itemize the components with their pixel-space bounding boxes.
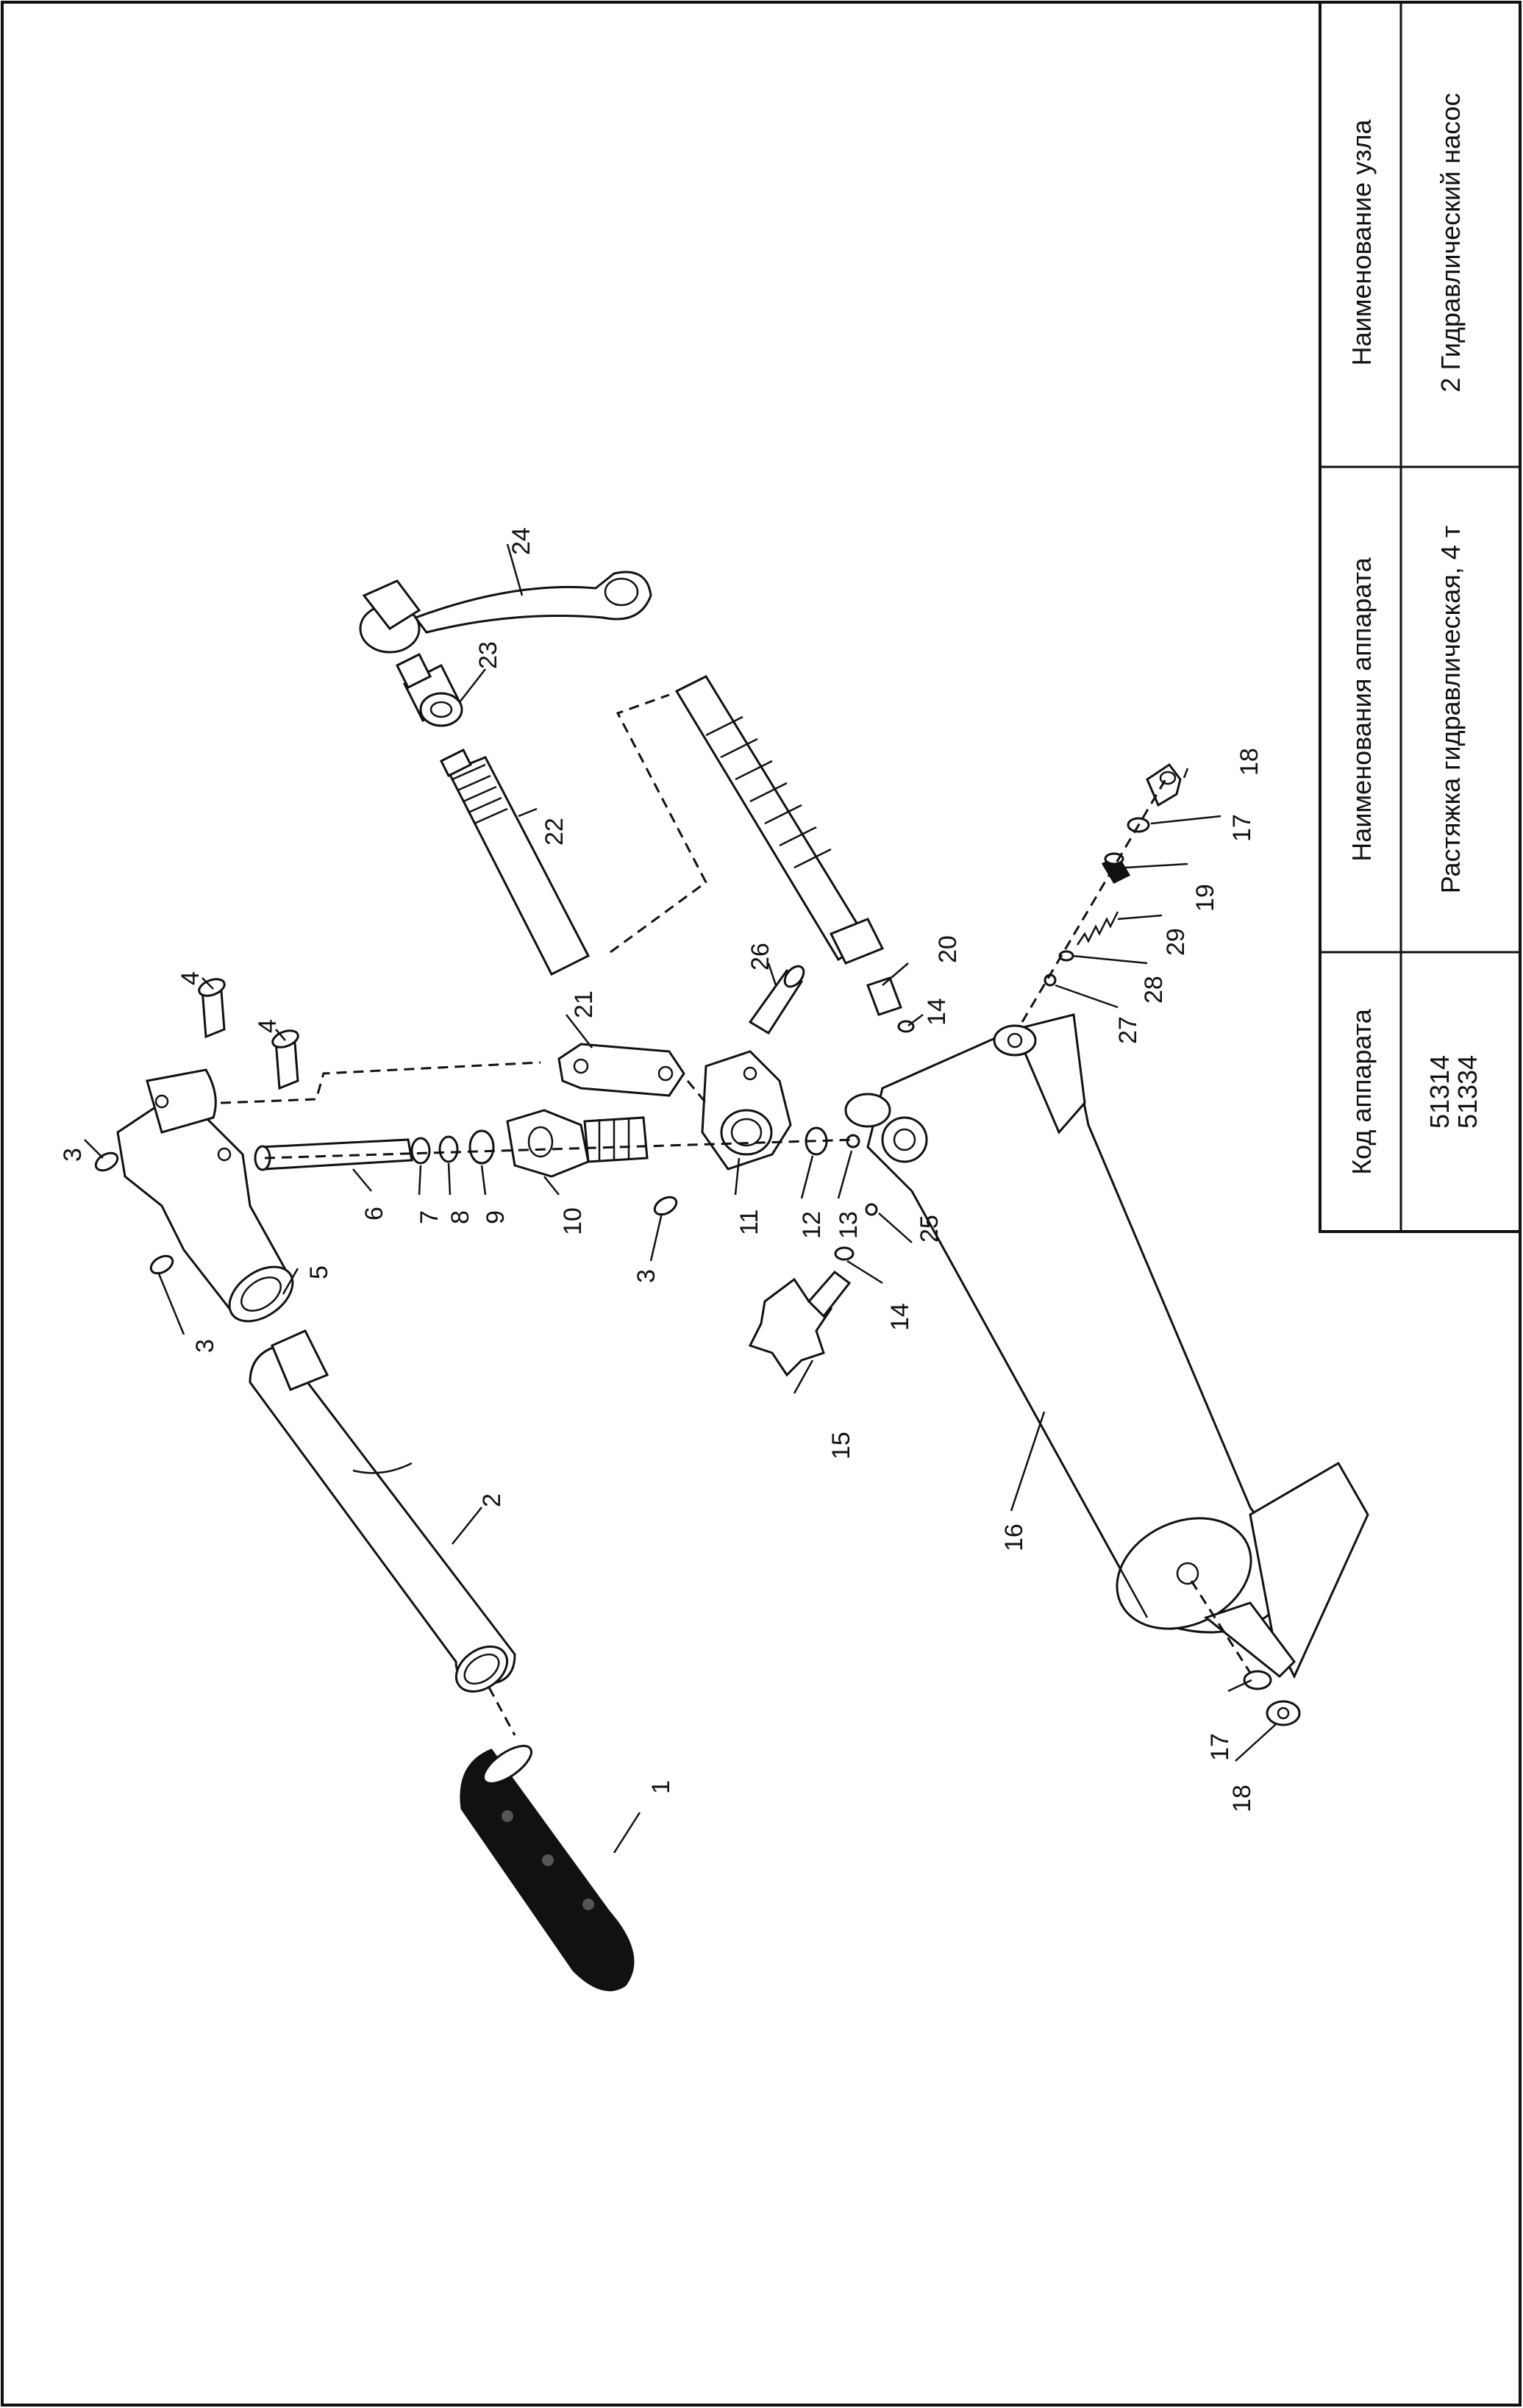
part-21-link-plate [557, 1043, 685, 1097]
part-25-ball [865, 1203, 878, 1216]
callout-9: 9 [482, 1210, 510, 1224]
part-24-dust-cap [359, 571, 652, 654]
part-3-ring-b [149, 1254, 174, 1275]
callout-22: 22 [541, 818, 568, 846]
callout-20: 20 [934, 935, 962, 963]
callout-labels: 1 2 3 3 3 4 4 5 6 7 8 9 10 11 12 13 14 1… [59, 527, 1263, 1812]
part-3-ring-c [653, 1196, 678, 1216]
part-11-link-bracket [701, 1050, 792, 1171]
callout-14b: 14 [923, 998, 951, 1026]
callout-28: 28 [1140, 976, 1168, 1004]
callout-5: 5 [305, 1265, 333, 1279]
callout-23: 23 [474, 641, 502, 669]
part-10-hex-fitting [506, 1109, 649, 1178]
part-13-ball [846, 1134, 860, 1148]
callout-18b: 18 [1235, 748, 1263, 776]
part-17-washer-bottom [1243, 1670, 1272, 1690]
part-20-threaded-line [674, 675, 902, 1016]
callout-17b: 17 [1228, 814, 1256, 842]
part-23-hose-fitting [395, 652, 463, 727]
callout-13: 13 [835, 1211, 863, 1239]
callout-3a: 3 [59, 1148, 87, 1162]
callout-27: 27 [1114, 1016, 1142, 1044]
part-8-washer [438, 1135, 459, 1163]
part-6-plunger-rod [254, 1138, 413, 1171]
callout-18a: 18 [1228, 1784, 1256, 1812]
device-code-2: 51334 [1452, 1055, 1483, 1129]
callout-21: 21 [570, 990, 598, 1018]
part-14-ring-a [834, 1246, 855, 1261]
part-29-spring [1076, 911, 1119, 946]
callout-4a: 4 [176, 971, 204, 985]
callout-25: 25 [916, 1215, 944, 1243]
callout-3b: 3 [191, 1339, 219, 1353]
callout-7: 7 [415, 1210, 443, 1224]
part-19-screw [1101, 852, 1131, 884]
callout-19: 19 [1191, 884, 1219, 912]
part-15-release-knob [748, 1270, 852, 1377]
part-26-pin [748, 965, 805, 1035]
callout-1: 1 [647, 1780, 675, 1794]
callout-14a: 14 [886, 1303, 914, 1331]
callout-11: 11 [735, 1210, 763, 1235]
callout-29: 29 [1162, 928, 1190, 956]
callout-6: 6 [360, 1207, 388, 1221]
device-code-1: 51314 [1424, 1055, 1455, 1129]
part-4-pin-b [271, 1029, 299, 1090]
part-22-hose [439, 748, 591, 976]
callout-17a: 17 [1206, 1733, 1234, 1761]
device-name-header: Наименования аппарата [1347, 557, 1377, 861]
callout-10: 10 [559, 1207, 587, 1235]
title-block: Наименование узла 2 Гидравлический насос… [1319, 1, 1522, 1233]
callout-4b: 4 [254, 1019, 282, 1033]
part-5-lever-yoke [116, 1068, 294, 1323]
callout-8: 8 [446, 1210, 474, 1224]
callout-3c: 3 [632, 1269, 660, 1283]
callout-leaders [84, 543, 1277, 1854]
part-7-seal [410, 1137, 431, 1165]
callout-2: 2 [478, 1493, 506, 1507]
callout-26: 26 [746, 943, 774, 971]
part-18-plug-bottom [1266, 1700, 1301, 1726]
unit-name-header: Наименование узла [1347, 119, 1377, 366]
callout-15: 15 [827, 1432, 855, 1460]
callout-12: 12 [798, 1211, 826, 1239]
part-16-pump-body [844, 1013, 1369, 1679]
device-code-header: Код аппарата [1347, 1008, 1377, 1175]
part-18-plug-top [1146, 762, 1182, 807]
unit-name-value: 2 Гидравлический насос [1435, 93, 1466, 392]
part-1-handle-grip [460, 1745, 635, 1992]
part-9-bushing [468, 1129, 495, 1165]
part-2-handle-tube [249, 1329, 516, 1693]
callout-16: 16 [1000, 1523, 1028, 1551]
device-name-value: Растяжка гидравлическая, 4 т [1435, 526, 1466, 894]
callout-24: 24 [507, 527, 535, 555]
